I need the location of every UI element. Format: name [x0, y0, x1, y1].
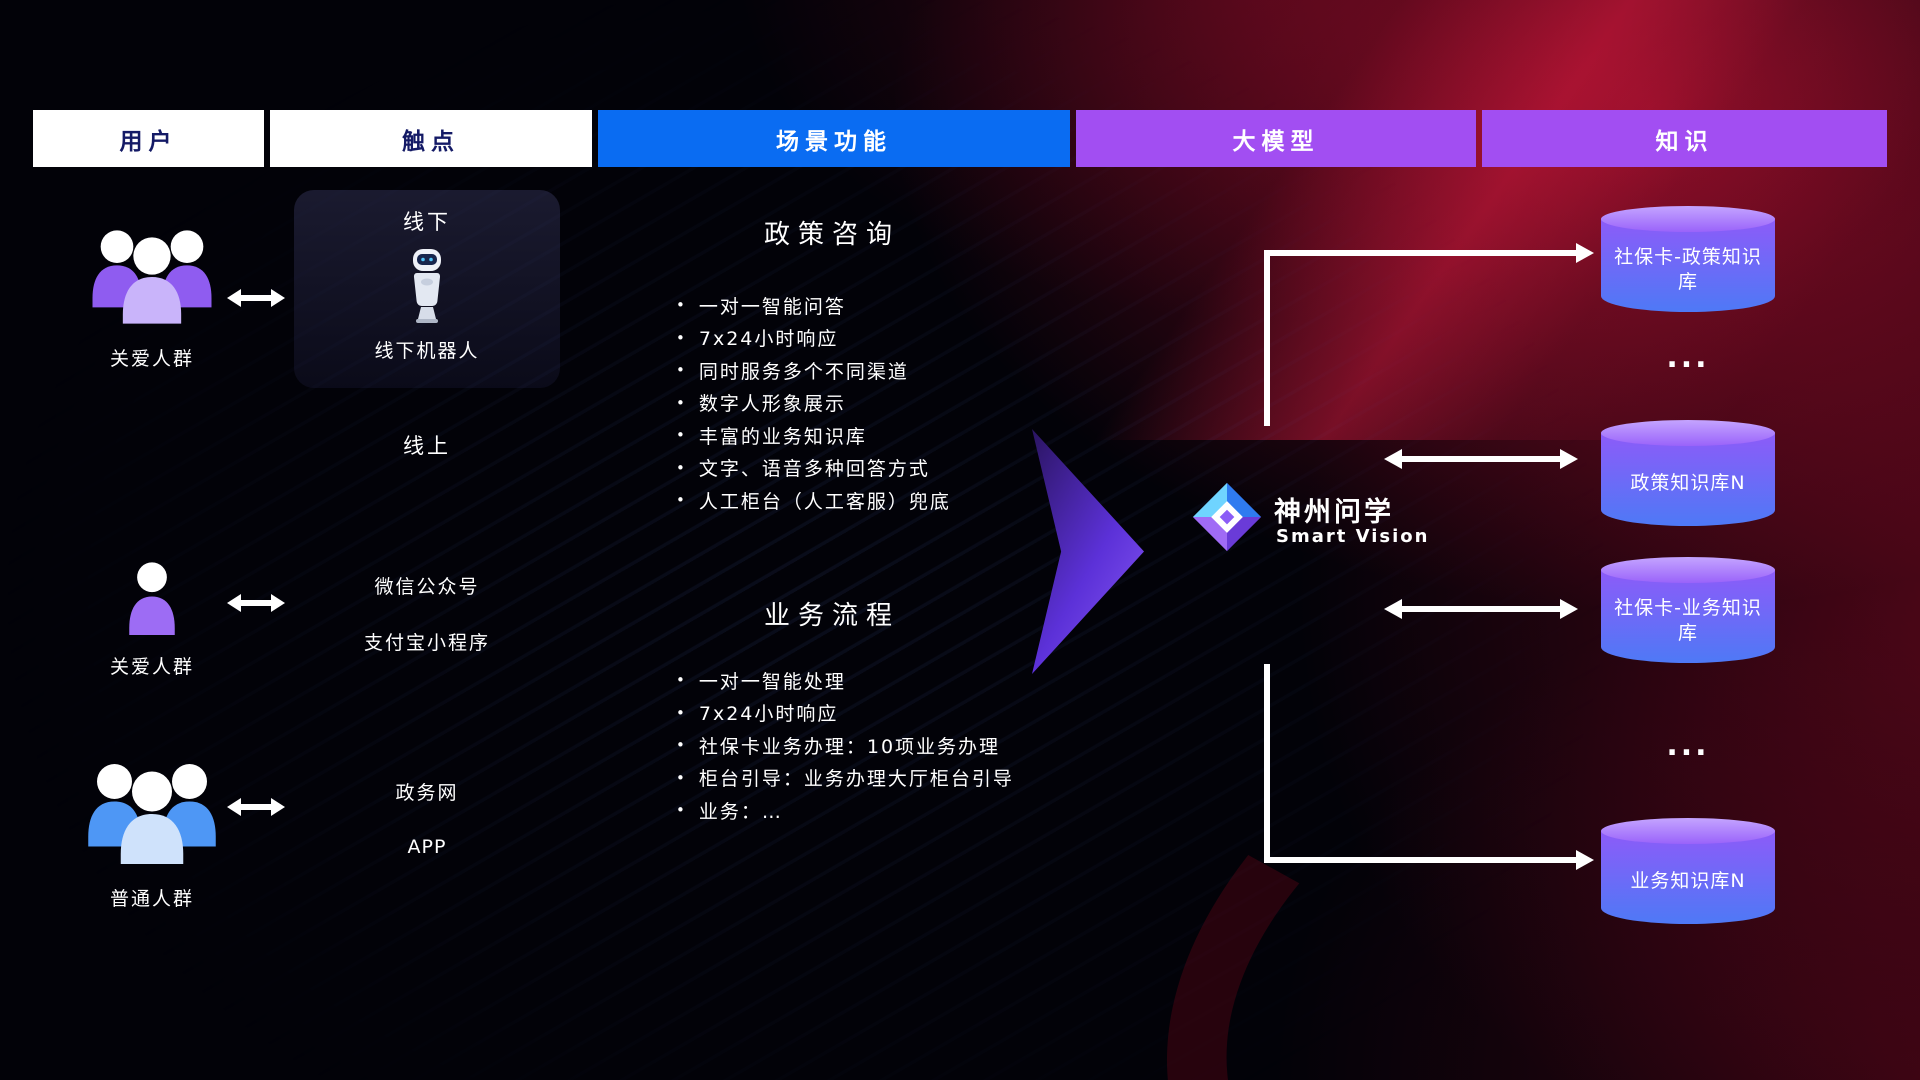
feature-item: 7x24小时响应 — [676, 697, 1014, 730]
arrow-bar — [236, 295, 276, 301]
connector-mid1-right-head — [1560, 449, 1578, 469]
connector-down-horizontal — [1264, 857, 1576, 863]
arrow-left-head — [227, 798, 241, 816]
arrow-right-head — [271, 289, 285, 307]
connector-down-vertical — [1264, 664, 1270, 863]
user2-touchpoint-arrow — [227, 593, 285, 613]
connector-mid2-left-head — [1384, 599, 1402, 619]
user-group1-label: 关爱人群 — [109, 348, 194, 370]
column-header-scenario: 场景功能 — [598, 110, 1070, 167]
arrow-left-head — [227, 289, 241, 307]
knowledge-db-label: 社保卡-政策知识库 — [1614, 245, 1762, 293]
feature-item: 柜台引导：业务办理大厅柜台引导 — [676, 762, 1014, 795]
column-header-model: 大模型 — [1076, 110, 1476, 167]
knowledge-db-sbk-policy: 社保卡-政策知识库 — [1601, 206, 1775, 312]
feature-item: 一对一智能处理 — [676, 664, 1014, 697]
model-subtitle: Smart Vision — [1276, 526, 1430, 547]
knowledge-ellipsis-bottom: ... — [1666, 728, 1710, 763]
knowledge-db-label: 社保卡-业务知识库 — [1614, 596, 1762, 644]
knowledge-db-label: 政策知识库N — [1630, 472, 1746, 495]
feature-item: 社保卡业务办理：10项业务办理 — [676, 729, 1014, 762]
column-header-user: 用户 — [33, 110, 264, 167]
scenario-business-title: 业务流程 — [763, 601, 900, 631]
feature-item: 同时服务多个不同渠道 — [676, 354, 951, 387]
channel-wechat: 微信公众号 — [374, 576, 480, 598]
cylinder-body: 业务知识库N — [1601, 831, 1775, 924]
column-headers: 用户 触点 场景功能 大模型 知识 — [33, 110, 1887, 167]
user-group3-label: 普通人群 — [109, 888, 194, 910]
channel-gov-web: 政务网 — [395, 782, 459, 804]
people-group-blue-icon — [88, 764, 216, 864]
feature-item: 人工柜台（人工客服）兜底 — [676, 484, 951, 517]
person-purple-icon — [129, 562, 175, 635]
user1-touchpoint-arrow — [227, 288, 285, 308]
cylinder-top — [1601, 420, 1775, 446]
connector-up-arrowhead — [1576, 243, 1594, 263]
scenario-policy-title: 政策咨询 — [763, 220, 900, 250]
column-header-knowledge: 知识 — [1482, 110, 1887, 167]
arrow-right-head — [271, 594, 285, 612]
knowledge-db-label: 业务知识库N — [1630, 870, 1746, 893]
cylinder-top — [1601, 557, 1775, 583]
connector-mid2-right-head — [1560, 599, 1578, 619]
smart-vision-logo-icon — [1192, 482, 1262, 552]
arrow-right-head — [271, 798, 285, 816]
background-red-beam — [1080, 0, 1920, 440]
arrow-bar — [236, 804, 276, 810]
connector-mid1-bar — [1400, 456, 1562, 462]
model-name: 神州问学 — [1274, 497, 1394, 528]
feature-item: 数字人形象展示 — [676, 387, 951, 420]
feature-item: 丰富的业务知识库 — [676, 419, 951, 452]
user-group2-label: 关爱人群 — [109, 656, 194, 678]
user3-touchpoint-arrow — [227, 797, 285, 817]
offline-robot-label: 线下机器人 — [374, 340, 480, 362]
feature-item: 业务：… — [676, 794, 1014, 827]
cylinder-body: 政策知识库N — [1601, 433, 1775, 526]
connector-mid1-left-head — [1384, 449, 1402, 469]
feature-item: 7x24小时响应 — [676, 322, 951, 355]
connector-up-vertical — [1264, 250, 1270, 426]
connector-up-horizontal — [1264, 250, 1576, 256]
robot-icon — [413, 249, 441, 323]
arrow-bar — [236, 600, 276, 606]
online-title: 线上 — [403, 434, 451, 458]
cylinder-body: 社保卡-业务知识库 — [1601, 570, 1775, 663]
feature-item: 文字、语音多种回答方式 — [676, 452, 951, 485]
cylinder-body: 社保卡-政策知识库 — [1601, 219, 1775, 312]
offline-title: 线下 — [403, 210, 451, 234]
knowledge-db-sbk-business: 社保卡-业务知识库 — [1601, 557, 1775, 663]
column-header-touchpoint: 触点 — [270, 110, 592, 167]
feature-item: 一对一智能问答 — [676, 289, 951, 322]
knowledge-db-policy-n: 政策知识库N — [1601, 420, 1775, 526]
channel-alipay: 支付宝小程序 — [363, 632, 490, 654]
knowledge-db-business-n: 业务知识库N — [1601, 818, 1775, 924]
scenario-policy-list: 一对一智能问答 7x24小时响应 同时服务多个不同渠道 数字人形象展示 丰富的业… — [676, 289, 951, 517]
scenario-business-list: 一对一智能处理 7x24小时响应 社保卡业务办理：10项业务办理 柜台引导：业务… — [676, 664, 1014, 827]
channel-app: APP — [407, 836, 447, 858]
cylinder-top — [1601, 206, 1775, 232]
people-group-purple-icon — [92, 230, 212, 324]
cylinder-top — [1601, 818, 1775, 844]
arrow-left-head — [227, 594, 241, 612]
connector-mid2-bar — [1400, 606, 1562, 612]
connector-down-arrowhead — [1576, 850, 1594, 870]
knowledge-ellipsis-top: ... — [1666, 340, 1710, 375]
